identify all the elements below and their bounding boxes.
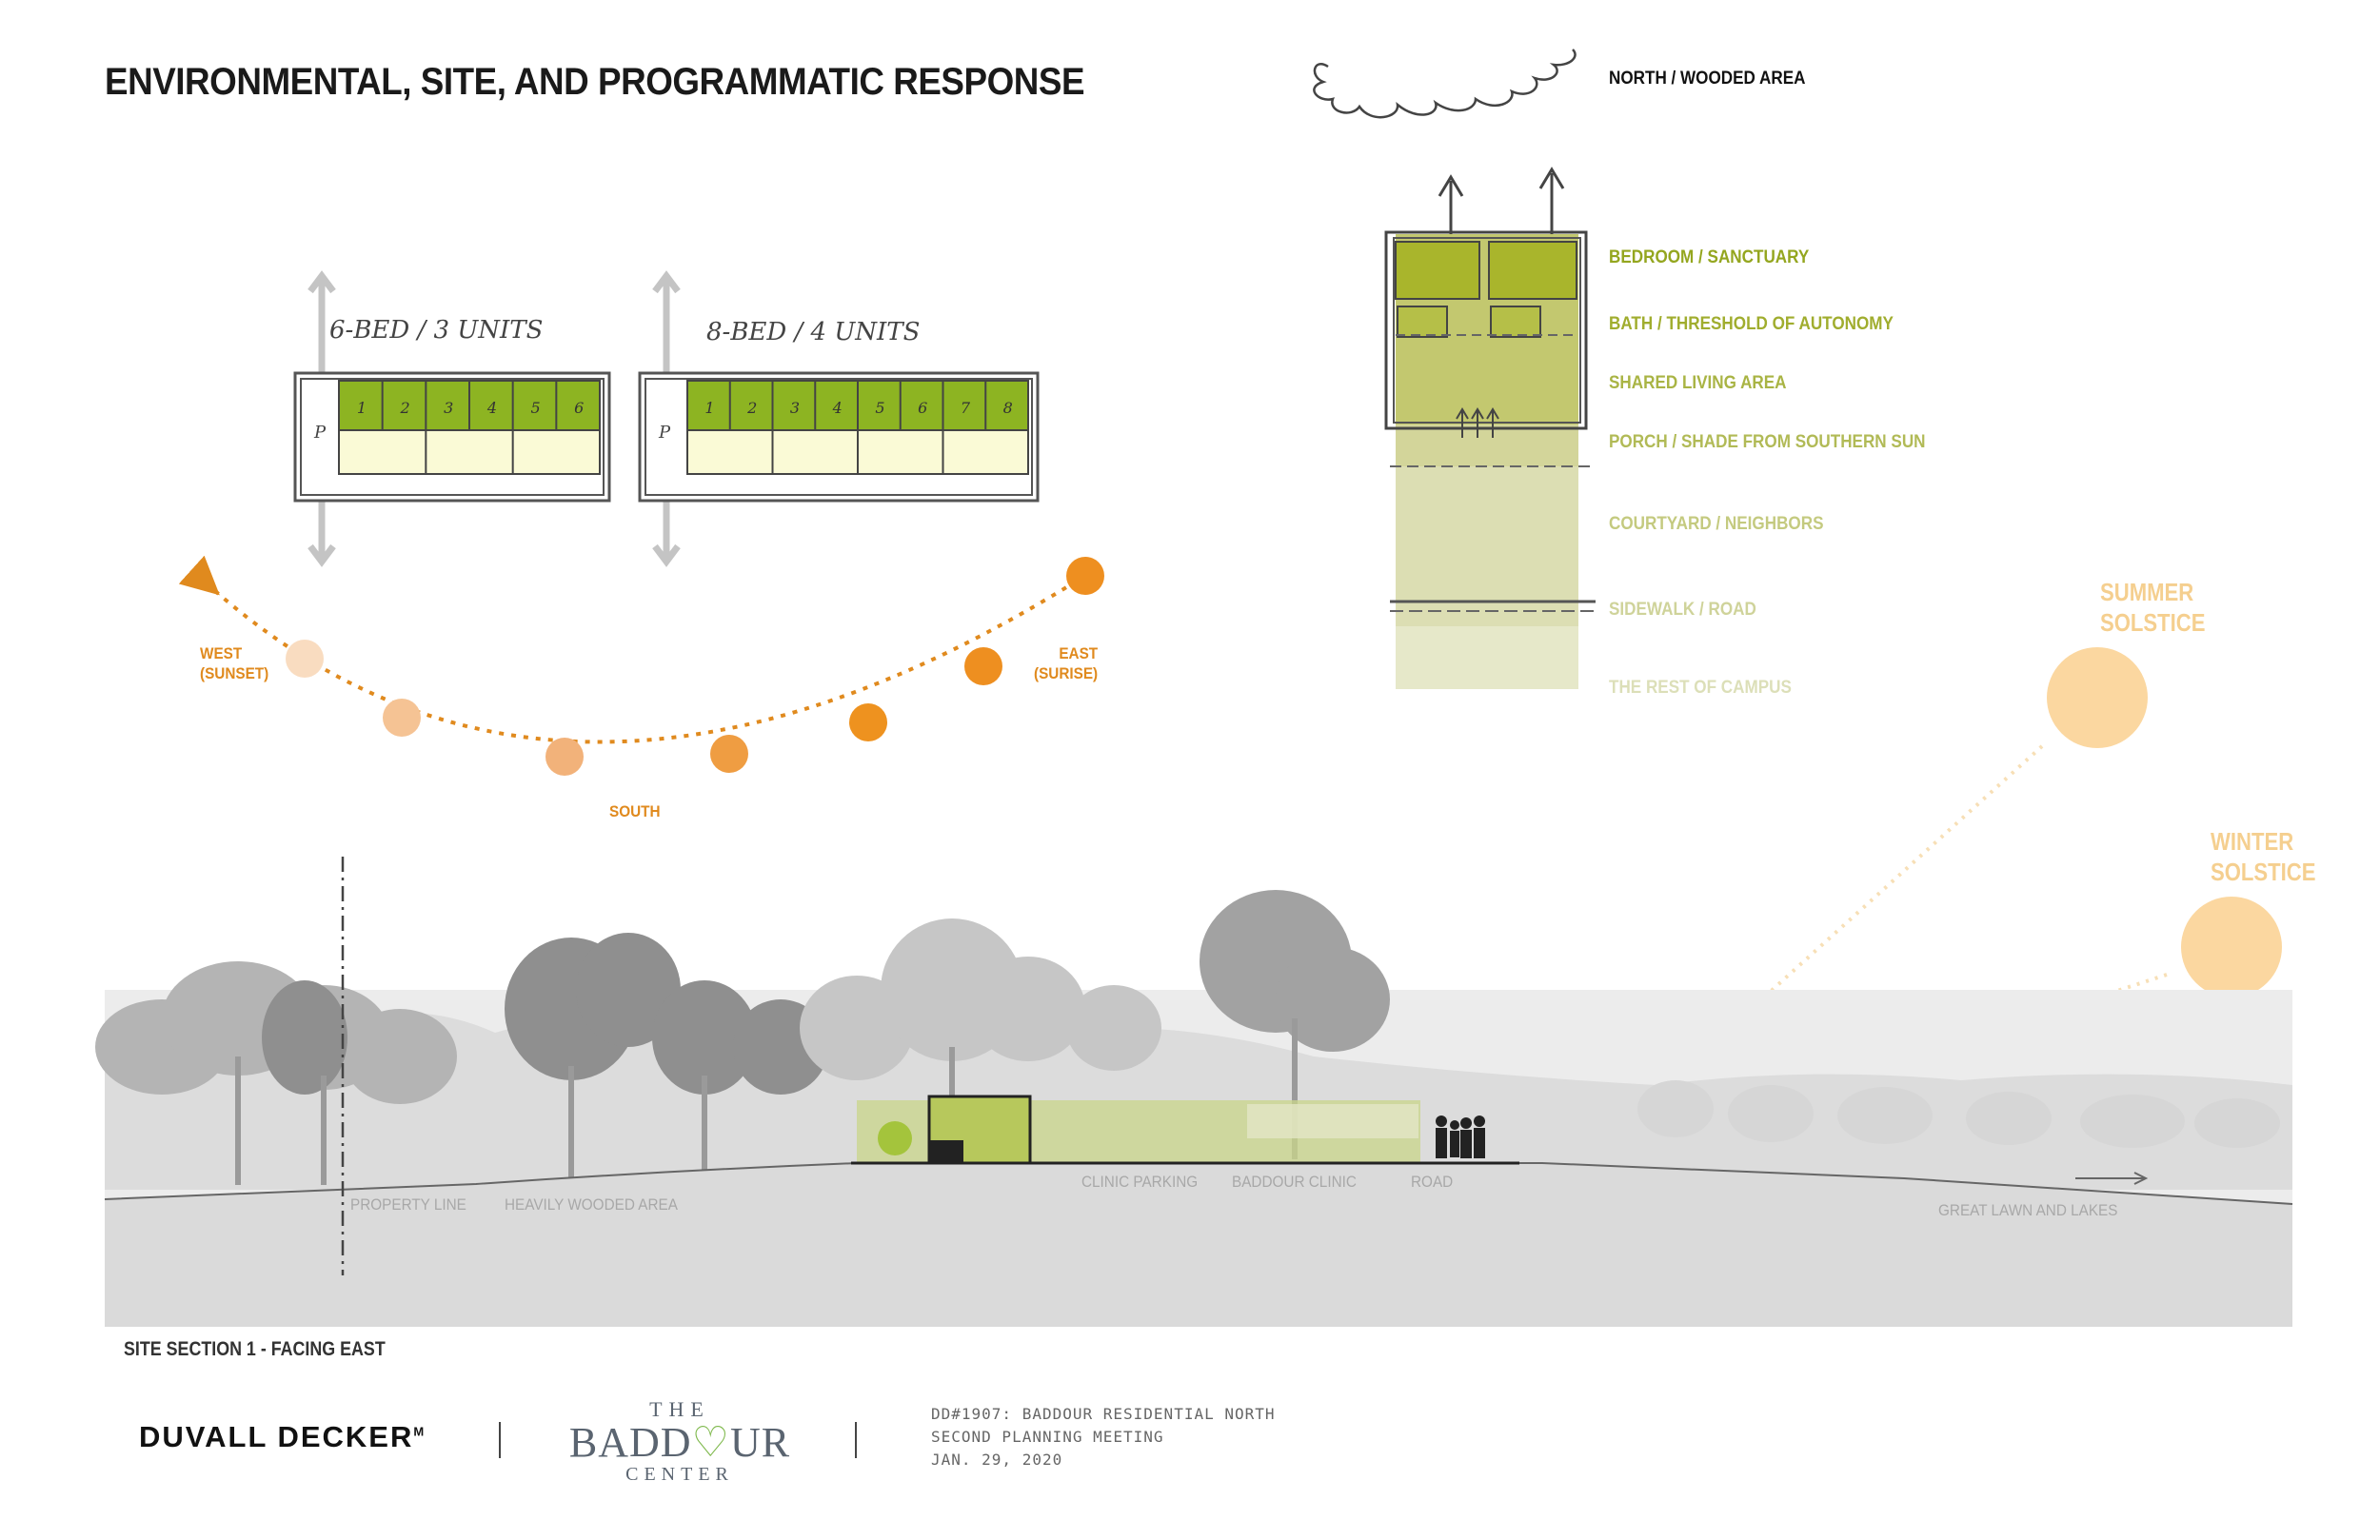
plan-a-unit-number: 3: [444, 399, 453, 417]
plan-b-unit-number: 4: [832, 399, 843, 417]
porch-mark-a: P: [313, 423, 327, 443]
plan-b-unit-number: 5: [875, 399, 884, 417]
footer-divider-2: [855, 1422, 857, 1458]
zone-label-porch: PORCH / SHADE FROM SOUTHERN SUN: [1609, 432, 1926, 452]
winter-sun: [2181, 897, 2282, 997]
plan-b-unit-number: 1: [704, 399, 714, 417]
heart-icon: ♡: [691, 1419, 730, 1466]
plan-b-unit-number: 3: [790, 399, 800, 417]
section-caption: SITE SECTION 1 - FACING EAST: [124, 1338, 386, 1360]
footer-divider-1: [499, 1422, 501, 1458]
baddour-center-logo: THE BADD♡UR CENTER: [568, 1397, 791, 1485]
page-title: ENVIRONMENTAL, SITE, AND PROGRAMMATIC RE…: [105, 61, 1085, 103]
zone-bedroom-right: [1488, 241, 1577, 300]
plan-b-unit-number: 7: [961, 399, 971, 417]
zone-label-courtyard: COURTYARD / NEIGHBORS: [1609, 514, 1824, 534]
south-label: SOUTH: [609, 802, 661, 820]
plan-a-label: 6-BED / 3 UNITS: [329, 316, 544, 345]
tree-group-right: [1637, 1080, 2280, 1148]
plan-b-unit-number: 2: [746, 399, 757, 417]
sun-position-1: [286, 640, 324, 678]
ground: [105, 1163, 2292, 1327]
north-arrow-2: [1538, 167, 1565, 189]
firm-logo: DUVALL DECKERM: [139, 1420, 425, 1453]
building-outline: [1384, 230, 1588, 430]
porch-mark-b: P: [658, 423, 671, 443]
tree-canopy-outline: [1313, 49, 1577, 119]
zone-label-bedroom: BEDROOM / SANCTUARY: [1609, 247, 1810, 267]
plan-a-unit-number: 1: [357, 399, 367, 417]
winter-solstice-label: WINTER SOLSTICE: [2211, 827, 2316, 886]
summer-solstice-label: SUMMER SOLSTICE: [2100, 578, 2206, 637]
plan-b-label: 8-BED / 4 UNITS: [706, 318, 921, 346]
sun-position-3: [545, 738, 584, 776]
people-silhouettes: [1436, 1116, 1485, 1158]
plan-a-living: [338, 429, 601, 475]
zone-label-sidewalk: SIDEWALK / ROAD: [1609, 600, 1756, 620]
sun-position-5: [849, 703, 887, 741]
zoning-stack: [1384, 230, 1596, 689]
baddour-clinic-label: BADDOUR CLINIC: [1232, 1173, 1357, 1191]
sun-position-4: [710, 735, 748, 773]
plan-a-unit-number: 4: [486, 399, 497, 417]
zone-label-campus: THE REST OF CAMPUS: [1609, 678, 1792, 698]
sun-position-7: [1066, 557, 1104, 595]
plan-a-unit-number: 2: [400, 399, 410, 417]
wooded-area-sketch: [1313, 49, 1577, 257]
plan-a-unit-number: 5: [531, 399, 541, 417]
plan-b-unit-number: 8: [1003, 399, 1013, 417]
project-info: DD#1907: BADDOUR RESIDENTIAL NORTH SECON…: [931, 1405, 1276, 1469]
sun-position-6: [964, 647, 1002, 685]
west-label: WEST (SUNSET): [200, 644, 269, 682]
courtyard-tree: [878, 1121, 912, 1155]
wooded-area-label: HEAVILY WOODED AREA: [505, 1195, 678, 1214]
tree-group-center: [800, 918, 1161, 1080]
summer-sun: [2047, 647, 2148, 748]
zone-bath-right: [1490, 306, 1541, 338]
north-arrow-1: [1438, 174, 1464, 197]
plan-a-diagram: 1 2 3 4 5 6 P: [293, 270, 611, 567]
tree-group-wooded: [262, 933, 828, 1095]
zone-label-shared: SHARED LIVING AREA: [1609, 373, 1787, 393]
zone-label-bath: BATH / THRESHOLD OF AUTONOMY: [1609, 314, 1894, 334]
sun-path-diagram: [178, 555, 1104, 776]
zone-bedroom-left: [1395, 241, 1480, 300]
zone-bath-left: [1397, 306, 1448, 338]
site-section: [95, 857, 2293, 1327]
great-lawn-label: GREAT LAWN AND LAKES: [1938, 1201, 2118, 1219]
clinic-building: [1247, 1104, 1418, 1138]
clinic-parking-label: CLINIC PARKING: [1081, 1173, 1199, 1191]
plan-a-unit-number: 6: [574, 399, 584, 417]
porch-arrows: [1456, 407, 1499, 438]
sun-arc: [178, 555, 1085, 744]
road-label: ROAD: [1411, 1173, 1454, 1191]
tree-group-clinic: [1200, 890, 1390, 1052]
east-label: EAST (SURISE): [1034, 644, 1099, 682]
property-line-label: PROPERTY LINE: [350, 1195, 466, 1214]
north-label: NORTH / WOODED AREA: [1609, 69, 1806, 89]
sun-position-2: [383, 699, 421, 737]
plan-b-unit-number: 6: [918, 399, 927, 417]
plan-b-diagram: 1 2 3 4 5 6 7 8 P: [638, 270, 1040, 567]
